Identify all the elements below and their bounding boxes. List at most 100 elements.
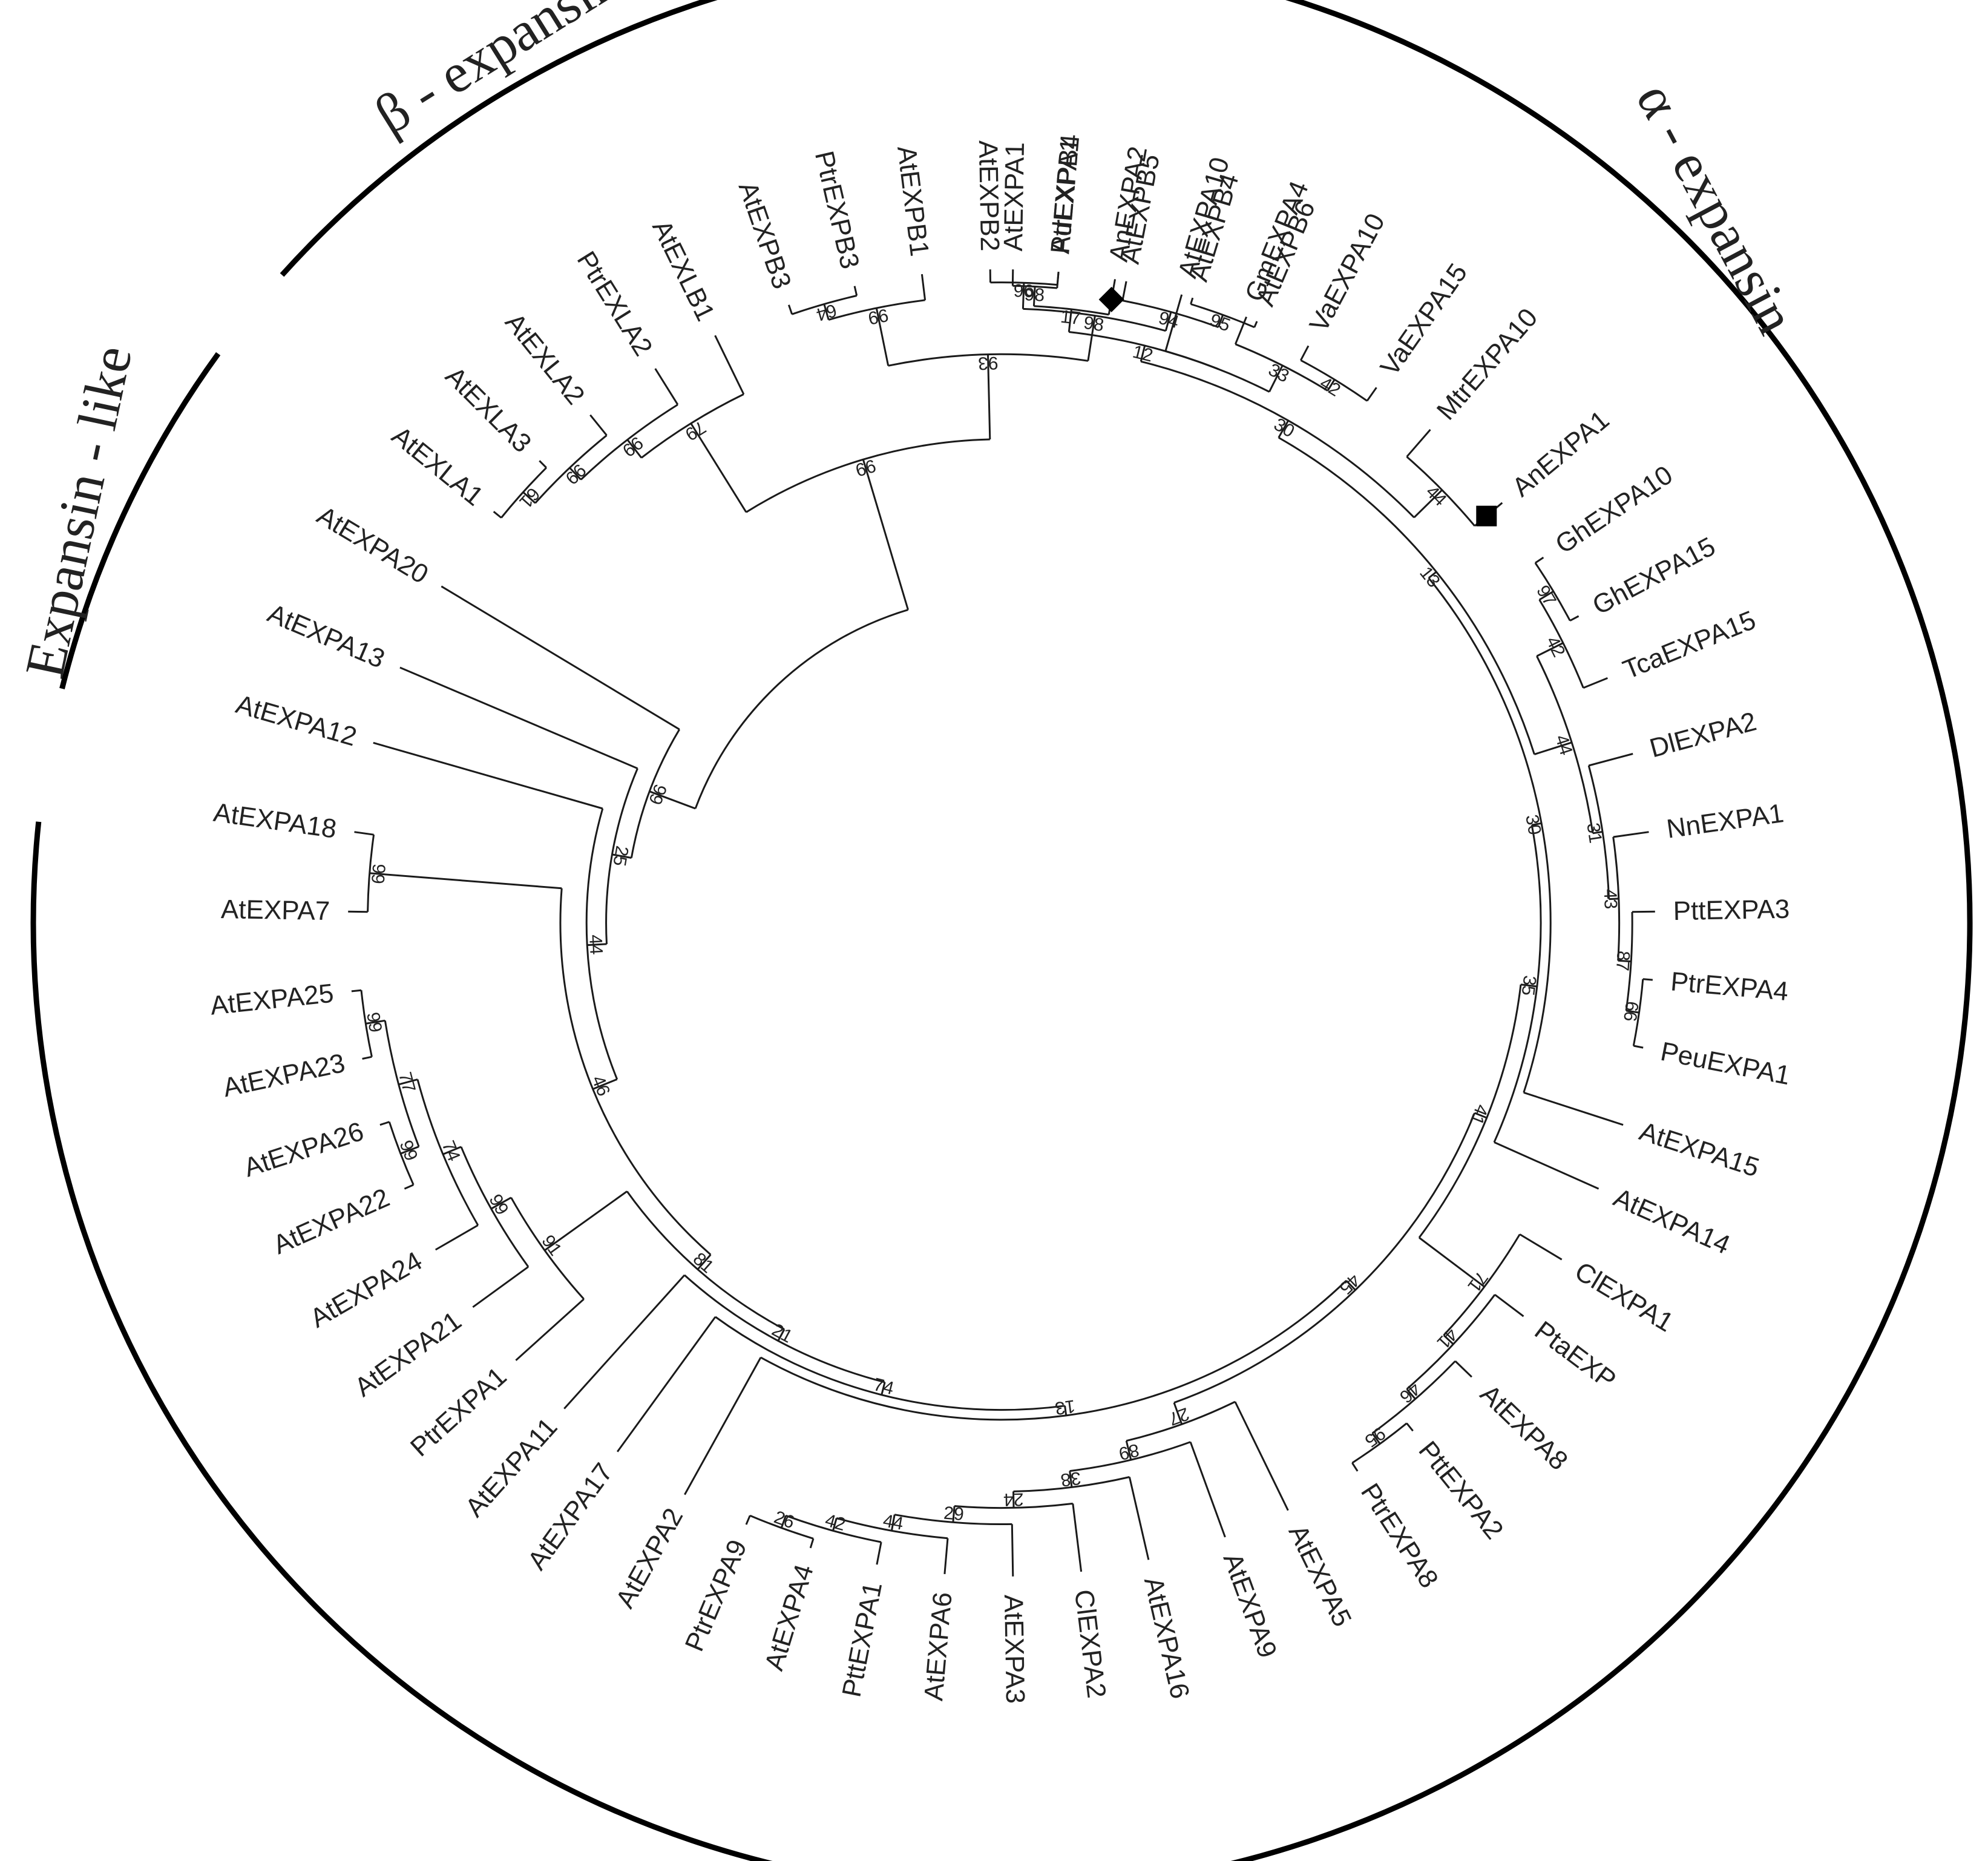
branch-n54 (1022, 283, 1025, 309)
leaf-label: PtrEXLA2 (571, 246, 658, 361)
branch-PtrEXPB3 (853, 286, 858, 296)
bootstrap-n4: 33 (1265, 359, 1293, 387)
branch-PtrEXPA9 (745, 1515, 751, 1525)
branch-PtrEXPB4 (1056, 271, 1060, 285)
branch-DlEXPA2 (1588, 753, 1633, 767)
bootstrap-n45: 44 (585, 934, 606, 955)
leaf-label: AtEXLA1 (386, 421, 489, 511)
node-arc-n7 (1406, 456, 1475, 527)
node-arc-n39 (416, 1079, 479, 1226)
leaf-label: AtEXPA12 (233, 689, 360, 752)
branch-n36 (366, 1019, 385, 1025)
leaf-label: AtEXPA23 (220, 1048, 347, 1103)
node-arc-n18 (1493, 824, 1542, 1143)
clade-label-beta-expansin: β - expansin (364, 0, 628, 146)
branch-AtEXPA7 (348, 910, 368, 913)
bootstrap-n48: 61 (515, 484, 543, 512)
bootstrap-n12: 87 (1612, 950, 1633, 971)
bootstrap-n25: 42 (823, 1510, 848, 1535)
leaf-label: PtrEXPB4 (1045, 133, 1085, 255)
branch-AtEXLA2 (589, 414, 608, 436)
bootstrap-n49: 99 (562, 460, 590, 488)
branch-n10 (1536, 642, 1564, 657)
node-arc-root (694, 609, 908, 809)
node-arc-n46 (605, 768, 638, 944)
branch-ClEXPA1 (1519, 1233, 1563, 1261)
branch-n56 (1164, 312, 1172, 332)
branch-AtEXPA10 (1164, 294, 1183, 352)
branch-PtrEXPA4 (1642, 978, 1653, 981)
branch-n18 (1520, 983, 1537, 988)
bootstrap-n44: 46 (588, 1073, 614, 1099)
node-arc-n32 (1173, 1112, 1476, 1404)
node-arc-n26 (836, 1517, 948, 1540)
leaf-label: AtEXPA5 (1283, 1520, 1357, 1631)
branch-n46 (612, 853, 632, 859)
bootstrap-n14: 31 (1583, 822, 1606, 845)
node-arc-n42 (626, 1190, 785, 1330)
branch-AtEXPB4 (1190, 297, 1194, 304)
branch-n48 (522, 491, 536, 504)
branch-n50 (626, 439, 643, 459)
branch-n26 (890, 1514, 896, 1531)
bootstrap-n16: 13 (1416, 563, 1444, 591)
branch-n37 (400, 1146, 419, 1155)
bootstrap-n26: 44 (882, 1511, 905, 1534)
branch-n53 (875, 307, 890, 366)
leaf-label: AtEXPA18 (212, 798, 338, 844)
leaf-label: AnEXPA1 (1507, 405, 1615, 502)
node-arc-n13 (1612, 836, 1621, 961)
branch-n43 (369, 872, 562, 890)
leaf-label: AtEXPA24 (305, 1246, 427, 1334)
branch-n32 (1345, 1279, 1356, 1291)
leaf-label: GhEXPA10 (1550, 460, 1678, 560)
branch-n40 (490, 1196, 512, 1210)
node-arc-n8 (1140, 360, 1415, 519)
node-arc-n50 (580, 404, 678, 481)
leaf-label: GhEXPA15 (1588, 531, 1721, 620)
branch-n9 (1538, 590, 1554, 601)
bootstrap-n40: 99 (485, 1191, 512, 1218)
bootstrap-n51: 79 (681, 417, 709, 445)
bootstrap-n59: 99 (853, 455, 878, 480)
bootstrap-n22: 71 (1463, 1268, 1491, 1296)
branch-AtEXLA3 (539, 460, 547, 468)
branch-TcaEXPA15 (1583, 677, 1608, 689)
branch-n41 (544, 1190, 628, 1252)
branch-n35 (777, 1328, 786, 1342)
bootstrap-n55: 95 (1207, 310, 1233, 335)
leaf-label: AtEXPA15 (1636, 1117, 1763, 1183)
bootstrap-n32: 45 (1335, 1270, 1363, 1298)
bootstrap-n42: 81 (689, 1249, 718, 1277)
leaf-label: DlEXPA2 (1647, 706, 1760, 763)
branch-n31 (1173, 1402, 1183, 1425)
branch-AtEXPA3 (1011, 1524, 1014, 1577)
branch-n14 (1592, 830, 1603, 835)
branch-PtrEXLA2 (654, 368, 679, 405)
leaf-label: PttEXPA3 (1673, 894, 1790, 926)
branch-n12 (1618, 959, 1632, 963)
branch-AtEXLB1 (714, 335, 745, 395)
leaf-label: PtrEXPA4 (1670, 967, 1790, 1006)
branch-n11 (1626, 1009, 1639, 1014)
bootstrap-n19: 95 (1361, 1423, 1389, 1451)
branch-n16 (1428, 571, 1437, 579)
leaf-label: PtrEXPA9 (680, 1535, 753, 1655)
bootstrap-n18: 35 (1518, 974, 1540, 997)
leaf-label: AtEXPB2 (973, 140, 1005, 251)
bootstrap-n17: 30 (1521, 813, 1545, 836)
leaf-label: AtEXPA3 (999, 1594, 1030, 1704)
branch-n45 (587, 943, 607, 947)
bootstrap-n41: 91 (537, 1232, 565, 1259)
node-arc-n28 (954, 1502, 1073, 1509)
leaf-label: VaEXPA15 (1375, 258, 1474, 381)
branch-AtEXPA23 (362, 1055, 372, 1060)
branch-AtEXPA20 (441, 585, 680, 730)
branch-AtEXPA17 (616, 1316, 717, 1452)
node-arc-n33 (760, 1279, 1347, 1421)
bootstrap-n2: 17 (1060, 307, 1082, 329)
branch-AtEXPA21 (472, 1265, 529, 1308)
bootstrap-n3: 42 (1316, 373, 1344, 401)
leaf-label: AtEXPA16 (1138, 1574, 1195, 1701)
branch-AtEXPA24 (435, 1224, 479, 1251)
